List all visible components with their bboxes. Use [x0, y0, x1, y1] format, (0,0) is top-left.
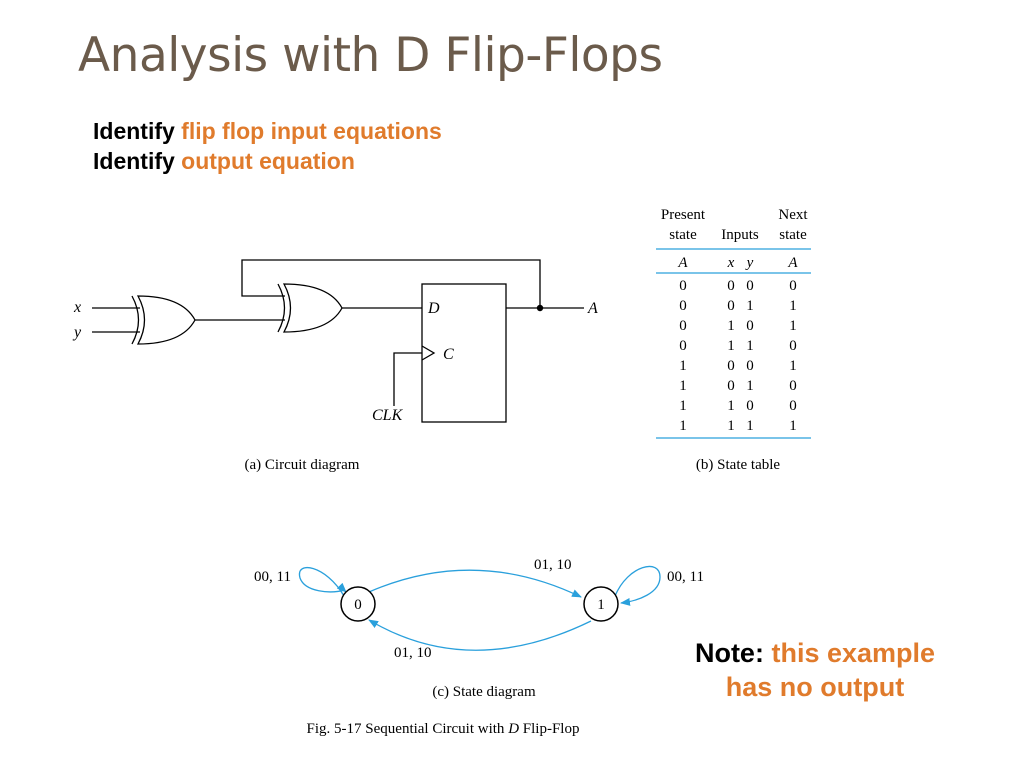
- subheader-y: y: [745, 255, 754, 271]
- figure-caption: Fig. 5-17 Sequential Circuit with D Flip…: [307, 721, 580, 737]
- header-present-line1: Present: [661, 207, 706, 223]
- input-x-label: x: [73, 299, 81, 316]
- table-cell-y: 0: [746, 398, 754, 414]
- table-cell-x: 0: [727, 278, 735, 294]
- header-inputs: Inputs: [721, 227, 759, 243]
- table-cell-next: 1: [789, 318, 797, 334]
- subheader-next-a: A: [787, 255, 798, 271]
- table-cell-y: 0: [746, 318, 754, 334]
- state-diagram: [298, 565, 661, 651]
- table-cell-next: 0: [789, 338, 797, 354]
- input-y-label: y: [72, 324, 82, 341]
- table-cell-a: 0: [679, 318, 687, 334]
- table-cell-y: 1: [746, 338, 754, 354]
- table-cell-x: 1: [727, 338, 735, 354]
- note-highlight-1: this example: [771, 638, 936, 668]
- table-cell-next: 1: [789, 298, 797, 314]
- figure-caption-italic: D: [507, 721, 519, 737]
- d-input-label: D: [427, 300, 440, 317]
- clock-input-label: C: [443, 346, 454, 363]
- bullet-highlight: output equation: [181, 148, 355, 174]
- circuit-diagram: [92, 259, 584, 423]
- table-cell-a: 0: [679, 338, 687, 354]
- table-cell-next: 0: [789, 278, 797, 294]
- table-cell-next: 1: [789, 418, 797, 434]
- edge-1-to-0-label: 01, 10: [394, 645, 432, 661]
- bullet-item-output-equation: Identify output equation: [93, 146, 442, 176]
- edge-0-to-1: [368, 569, 582, 598]
- header-next-line2: state: [779, 227, 807, 243]
- table-cell-x: 1: [727, 318, 735, 334]
- figure-caption-prefix: Fig. 5-17 Sequential Circuit with: [307, 721, 509, 737]
- table-cell-a: 1: [679, 358, 687, 374]
- state-0-node: [340, 586, 376, 622]
- table-cell-next: 0: [789, 398, 797, 414]
- note-line-2: has no output: [660, 670, 970, 704]
- bullet-highlight: flip flop input equations: [181, 118, 442, 144]
- table-cell-a: 1: [679, 418, 687, 434]
- table-cell-x: 1: [727, 418, 735, 434]
- table-cell-next: 0: [789, 378, 797, 394]
- bullet-lead: Identify: [93, 118, 175, 144]
- self-loop-0-label: 00, 11: [254, 569, 291, 585]
- table-cell-x: 0: [727, 298, 735, 314]
- note-box: Note: this example has no output: [660, 636, 970, 704]
- edge-0-to-1-label: 01, 10: [534, 557, 572, 573]
- clk-label: CLK: [372, 407, 404, 424]
- table-cell-x: 0: [727, 378, 735, 394]
- clock-triangle: [421, 345, 436, 361]
- table-cell-x: 0: [727, 358, 735, 374]
- state-1-node: [583, 586, 619, 622]
- table-caption: (b) State table: [696, 457, 780, 473]
- bullet-lead: Identify: [93, 148, 175, 174]
- feedback-wire: [241, 259, 541, 308]
- table-cell-next: 1: [789, 358, 797, 374]
- table-cell-a: 1: [679, 378, 687, 394]
- diagram-caption: (c) State diagram: [432, 684, 536, 700]
- junction-dot: [536, 304, 544, 312]
- table-cell-y: 0: [746, 358, 754, 374]
- table-cell-x: 1: [727, 398, 735, 414]
- edge-1-to-0: [368, 619, 592, 651]
- state-0-label: 0: [354, 597, 362, 613]
- header-next-line1: Next: [778, 207, 808, 223]
- bullet-list: Identify flip flop input equations Ident…: [93, 116, 442, 176]
- note-line-1: Note: this example: [660, 636, 970, 670]
- table-cell-a: 0: [679, 278, 687, 294]
- self-loop-1: [614, 565, 661, 606]
- table-cell-a: 1: [679, 398, 687, 414]
- self-loop-1-label: 00, 11: [667, 569, 704, 585]
- note-lead: Note:: [694, 638, 764, 668]
- table-cell-y: 1: [746, 298, 754, 314]
- figure-caption-suffix: Flip-Flop: [519, 721, 579, 737]
- note-highlight-2: has no output: [725, 672, 905, 702]
- xor-gate-1: [131, 295, 196, 345]
- table-cell-y: 1: [746, 378, 754, 394]
- state-1-label: 1: [597, 597, 605, 613]
- header-present-line2: state: [669, 227, 697, 243]
- subheader-x: x: [727, 255, 735, 271]
- clk-wire: [393, 352, 422, 406]
- self-loop-0: [298, 566, 346, 597]
- table-cell-y: 0: [746, 278, 754, 294]
- bullet-item-input-equations: Identify flip flop input equations: [93, 116, 442, 146]
- state-table: Present state Inputs Next state A x y A …: [656, 207, 811, 439]
- output-a-label: A: [587, 300, 598, 317]
- circuit-caption: (a) Circuit diagram: [245, 457, 360, 473]
- subheader-a: A: [677, 255, 688, 271]
- table-cell-a: 0: [679, 298, 687, 314]
- xor-gate-2: [277, 283, 343, 333]
- slide-title: Analysis with D Flip-Flops: [78, 28, 663, 83]
- table-cell-y: 1: [746, 418, 754, 434]
